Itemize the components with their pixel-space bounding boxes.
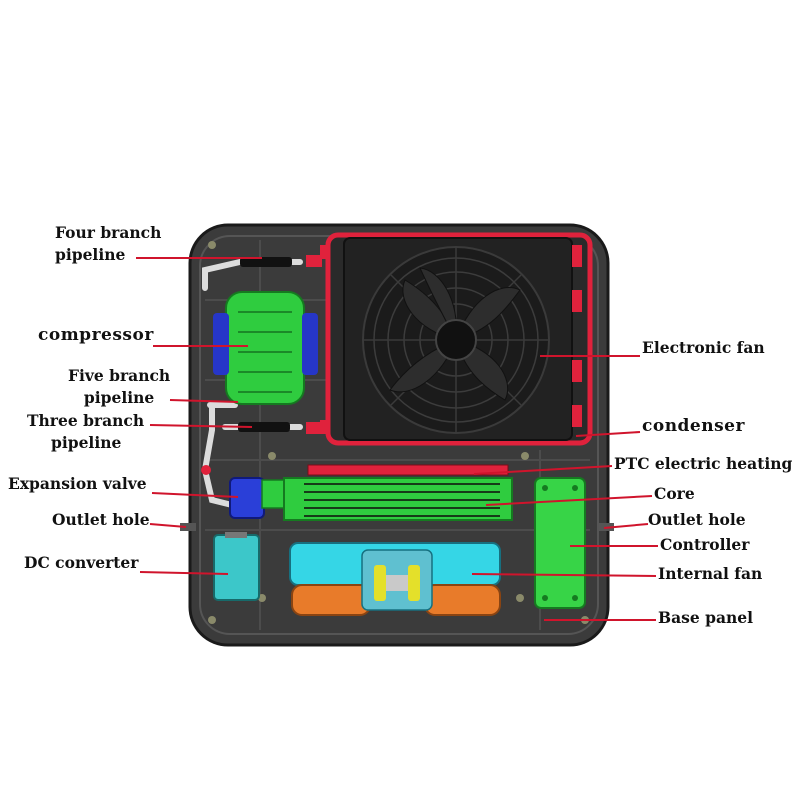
label-three-branch-line1: Three branch	[27, 411, 145, 430]
compressor-body	[213, 291, 318, 405]
leader-five-branch	[169, 399, 239, 403]
label-three-branch-pipeline: Three branch pipeline	[27, 410, 144, 454]
label-four-branch-pipeline: Four branch pipeline	[55, 222, 161, 266]
leader-core	[485, 495, 653, 506]
label-five-branch-line2: pipeline	[83, 388, 155, 407]
label-expansion-valve: Expansion valve	[8, 474, 147, 493]
label-internal-fan: Internal fan	[658, 564, 763, 583]
label-outlet-hole-right: Outlet hole	[648, 510, 746, 529]
label-four-branch-line1: Four branch	[55, 223, 162, 242]
leader-internal-fan	[471, 573, 657, 577]
label-outlet-hole-left: Outlet hole	[52, 510, 150, 529]
leader-ptc	[473, 465, 613, 475]
leader-three-branch	[149, 424, 253, 428]
label-base-panel: Base panel	[658, 608, 754, 627]
label-ptc-electric-heating: PTC electric heating	[614, 454, 793, 473]
leader-expansion-valve	[151, 492, 239, 498]
leader-dc-converter	[139, 571, 229, 575]
label-core: Core	[654, 484, 695, 503]
label-controller: Controller	[660, 535, 750, 554]
label-five-branch-line1: Five branch	[68, 366, 171, 385]
leader-outlet-left	[149, 523, 187, 528]
label-condenser: condenser	[642, 416, 745, 436]
dc-converter-body	[213, 532, 260, 601]
label-four-branch-line2: pipeline	[55, 245, 126, 264]
expansion-valve-body	[229, 477, 299, 519]
core-body	[283, 477, 513, 521]
leader-condenser	[575, 431, 641, 437]
electronic-fan	[362, 246, 550, 434]
pipe-hoses	[238, 257, 292, 432]
controller-body	[534, 477, 586, 609]
leader-outlet-right	[603, 523, 649, 529]
ptc-heater	[307, 464, 509, 476]
label-compressor: compressor	[38, 325, 154, 345]
pipe-fittings	[201, 255, 322, 475]
label-dc-converter: DC converter	[24, 553, 139, 572]
internal-fan-body	[289, 542, 501, 616]
label-electronic-fan: Electronic fan	[642, 338, 765, 357]
label-three-branch-line2: pipeline	[51, 433, 122, 452]
label-five-branch-pipeline: Five branch pipeline	[68, 365, 170, 409]
condenser-brackets	[320, 245, 582, 434]
leader-lines	[136, 257, 658, 621]
